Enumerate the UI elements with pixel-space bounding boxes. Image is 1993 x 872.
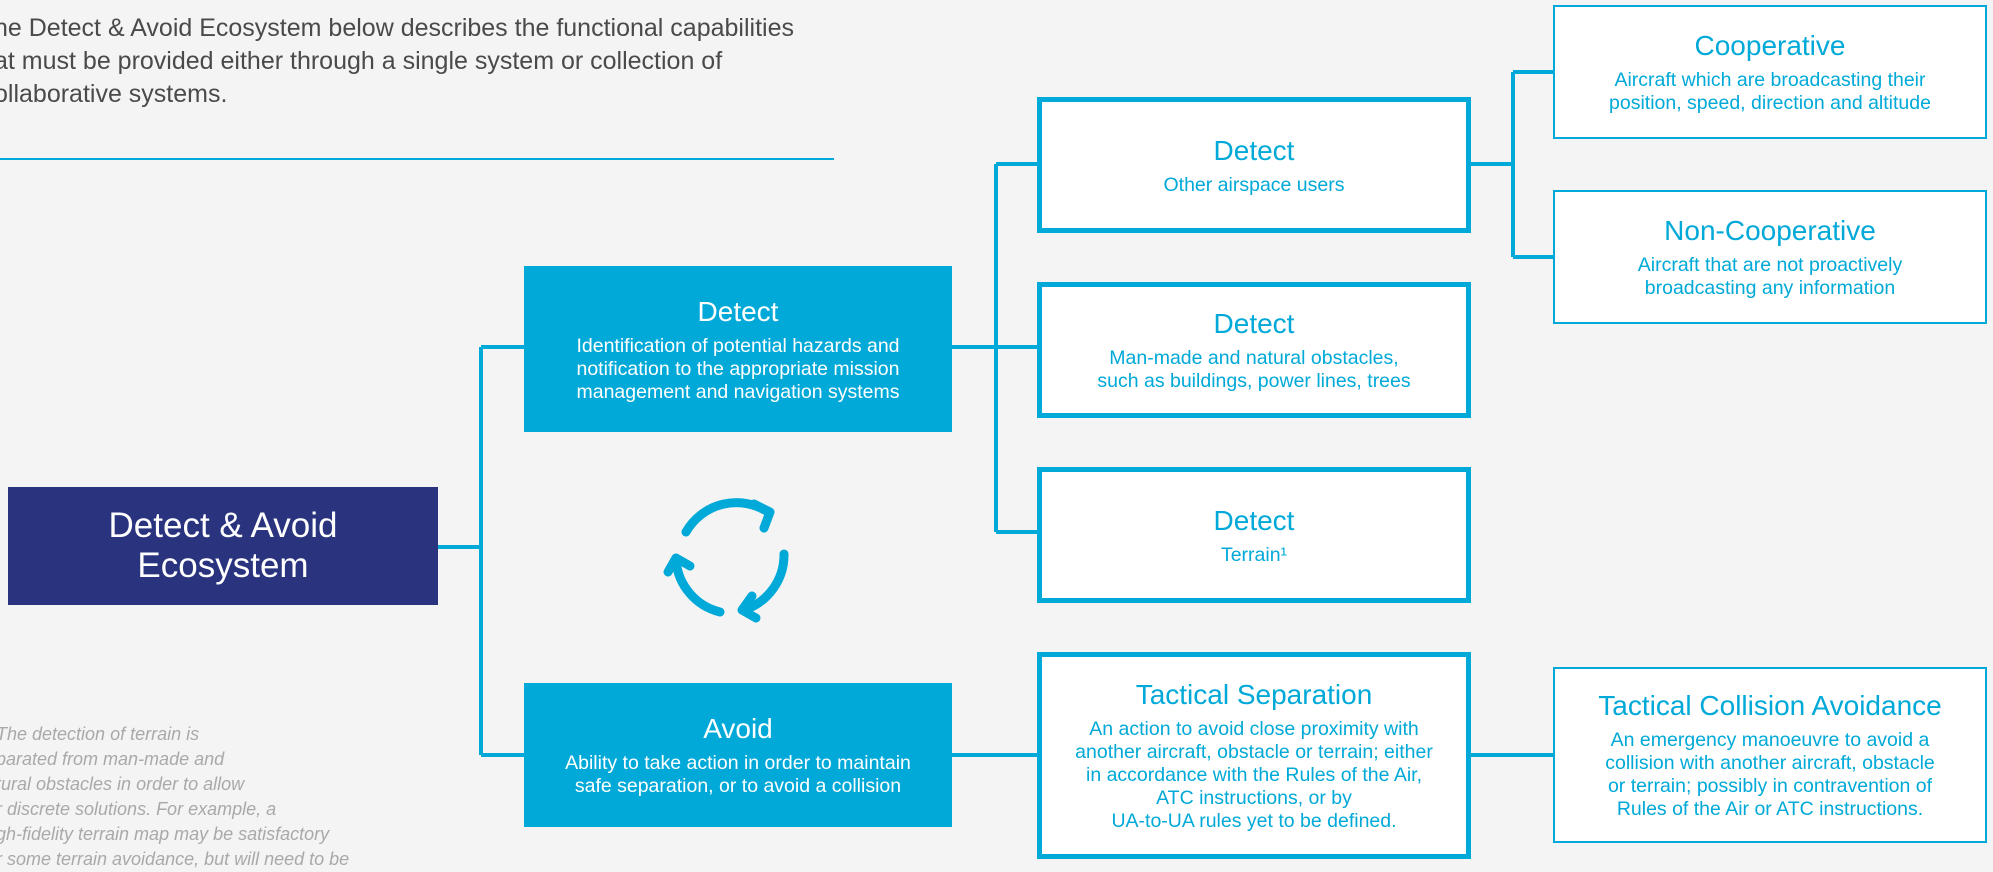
detect-users-node: Detect Other airspace users xyxy=(1037,97,1471,233)
detect-terrain-title: Detect xyxy=(1213,504,1295,536)
cooperative-desc: Aircraft which are broadcasting their po… xyxy=(1609,69,1931,114)
tactical-collision-node: Tactical Collision Avoidance An emergenc… xyxy=(1553,667,1987,843)
tactical-separation-title: Tactical Separation xyxy=(1135,679,1373,710)
avoid-node: Avoid Ability to take action in order to… xyxy=(524,683,952,827)
cooperative-title: Cooperative xyxy=(1694,30,1846,61)
non-cooperative-title: Non-Cooperative xyxy=(1664,215,1876,246)
detect-users-desc: Other airspace users xyxy=(1163,173,1345,196)
detect-terrain-node: Detect Terrain¹ xyxy=(1037,467,1471,603)
detect-node: Detect Identification of potential hazar… xyxy=(524,266,952,432)
avoid-node-desc: Ability to take action in order to maint… xyxy=(565,752,911,797)
tactical-collision-desc: An emergency manoeuvre to avoid a collis… xyxy=(1605,729,1935,820)
intro-paragraph: he Detect & Avoid Ecosystem below descri… xyxy=(0,14,794,108)
root-node: Detect & Avoid Ecosystem xyxy=(8,487,438,605)
root-node-title: Detect & Avoid Ecosystem xyxy=(108,506,338,585)
tactical-separation-node: Tactical Separation An action to avoid c… xyxy=(1037,652,1471,859)
terrain-footnote: The detection of terrain is parated from… xyxy=(0,724,350,869)
tactical-collision-title: Tactical Collision Avoidance xyxy=(1598,690,1942,721)
detect-obstacles-desc: Man-made and natural obstacles, such as … xyxy=(1097,347,1411,392)
detect-obstacles-title: Detect xyxy=(1213,308,1295,339)
detect-node-desc: Identification of potential hazards and … xyxy=(576,334,900,403)
cooperative-node: Cooperative Aircraft which are broadcast… xyxy=(1553,5,1987,139)
detect-node-title: Detect xyxy=(697,295,779,327)
detect-terrain-desc: Terrain¹ xyxy=(1220,543,1288,566)
intro-divider xyxy=(0,158,834,160)
cycle-arrows-icon xyxy=(663,498,789,623)
non-cooperative-node: Non-Cooperative Aircraft that are not pr… xyxy=(1553,190,1987,324)
detect-users-title: Detect xyxy=(1213,134,1295,166)
detect-obstacles-node: Detect Man-made and natural obstacles, s… xyxy=(1037,282,1471,418)
tactical-separation-desc: An action to avoid close proximity with … xyxy=(1075,718,1433,832)
avoid-node-title: Avoid xyxy=(703,713,773,744)
non-cooperative-desc: Aircraft that are not proactively broadc… xyxy=(1637,254,1903,299)
